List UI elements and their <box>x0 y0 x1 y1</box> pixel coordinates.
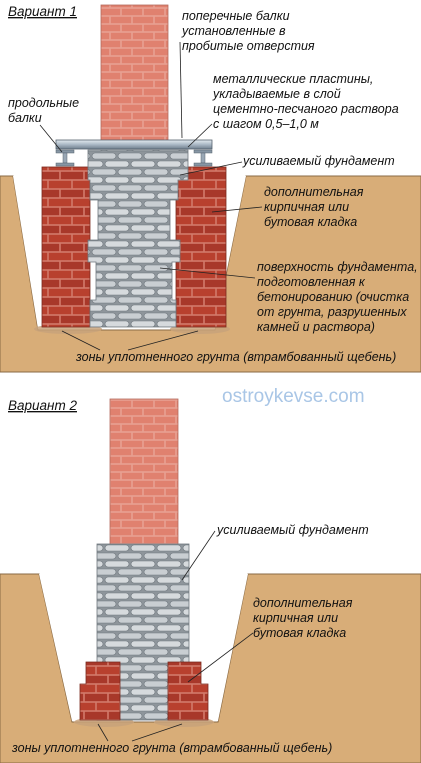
v1-label-surface: поверхность фундамента, подготовленная к… <box>257 260 421 334</box>
v1-label-long-beams: продольные балки <box>8 96 83 125</box>
v1-leader-long-beams <box>39 124 63 153</box>
v1-long-beam-right-base <box>193 162 213 167</box>
v1-leader-foundation <box>179 161 243 176</box>
v1-label-foundation: усиливаемый фундамент <box>242 154 395 168</box>
v1-label-plates: металлические пластины, укладываемые в с… <box>212 72 402 131</box>
v1-leader-soil-left <box>61 330 101 351</box>
v1-leader-cross-beams <box>179 41 183 139</box>
v1-leader-extra-masonry <box>211 206 263 213</box>
v1-grey-foundation <box>87 149 189 328</box>
v2-label-extra-masonry: дополнительная кирпичная или бутовая кла… <box>253 596 356 640</box>
v1-label-extra-masonry: дополнительная кирпичная или бутовая кла… <box>264 185 367 229</box>
v2-side-masonry-left <box>79 661 121 721</box>
v2-side-masonry-right <box>167 661 209 721</box>
v1-cross-beam <box>55 139 213 150</box>
v2-label-foundation: усиливаемый фундамент <box>216 523 369 537</box>
v2-label-soil: зоны уплотненного грунта (втрамбованный … <box>11 741 332 755</box>
v2-leader-extra-masonry <box>187 632 254 683</box>
v1-leader-plates <box>187 123 213 148</box>
v1-label-cross-beams: поперечные балки установленные в пробиты… <box>181 9 315 53</box>
v2-leader-soil-left <box>97 723 109 742</box>
v1-long-beam-left-flange <box>55 149 75 154</box>
v1-label-soil: зоны уплотненного грунта (втрамбованный … <box>75 350 396 364</box>
v2-leader-foundation <box>181 530 216 581</box>
v1-side-masonry-left <box>41 166 91 328</box>
v1-brick-wall <box>100 4 169 145</box>
watermark: ostroykevse.com <box>222 386 365 407</box>
v1-long-beam-left-base <box>55 162 75 167</box>
v2-leader-soil-right <box>131 723 183 742</box>
variant1-title: Вариант 1 <box>8 4 77 19</box>
v2-brick-wall <box>109 398 179 546</box>
v1-long-beam-right-flange <box>193 149 213 154</box>
v1-long-beam-left-web <box>62 152 68 164</box>
v1-leader-surface <box>159 267 256 279</box>
v1-leader-soil-right <box>127 330 199 351</box>
variant2-title: Вариант 2 <box>8 398 77 413</box>
v1-long-beam-right-web <box>200 152 206 164</box>
v1-side-masonry-right <box>175 166 227 328</box>
